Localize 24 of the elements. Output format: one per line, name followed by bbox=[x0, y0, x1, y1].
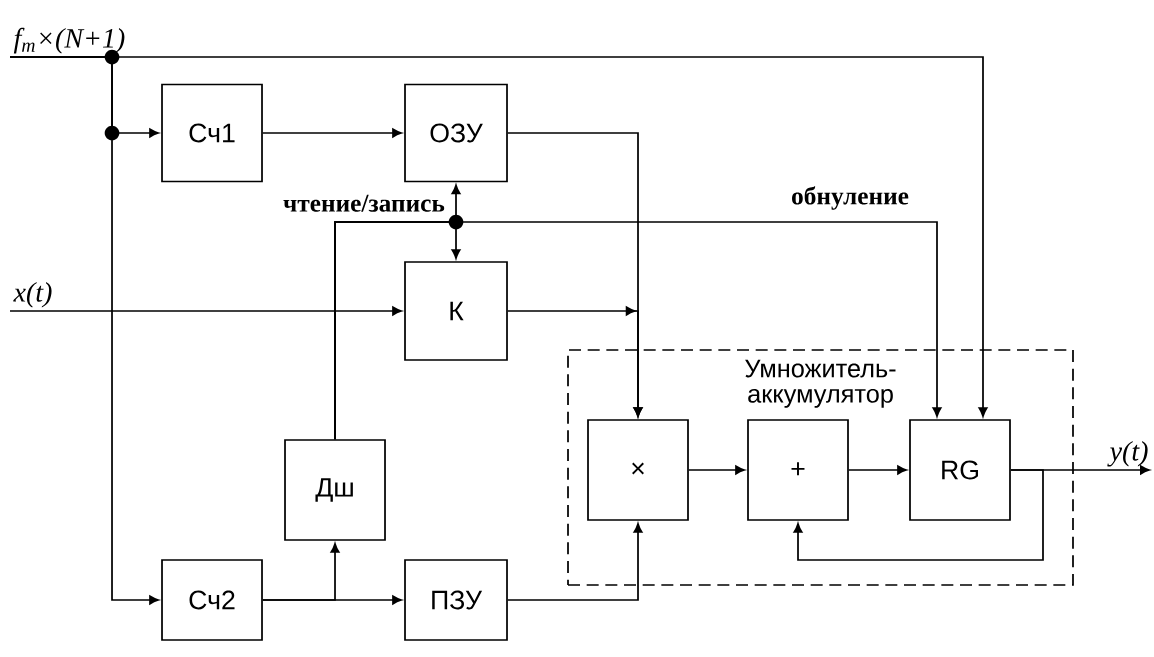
block-box: + bbox=[747, 419, 849, 521]
block-box: ПЗУ bbox=[404, 559, 508, 641]
block-box: × bbox=[587, 419, 689, 521]
output-label: y(t) bbox=[1107, 441, 1148, 467]
block-box: Сч2 bbox=[161, 559, 263, 641]
arrow bbox=[9, 306, 402, 316]
arrow bbox=[507, 306, 643, 417]
block-box: К bbox=[404, 261, 508, 361]
arrow bbox=[688, 465, 745, 475]
block-box: Сч1 bbox=[161, 83, 263, 183]
arrow bbox=[793, 469, 1044, 561]
block-box: ОЗУ bbox=[404, 83, 508, 183]
arrow bbox=[507, 523, 643, 601]
block-box: RG bbox=[909, 419, 1011, 521]
edge-label: чтение/запись bbox=[281, 193, 447, 214]
arrow bbox=[848, 465, 907, 475]
arrow bbox=[262, 128, 402, 138]
arrow bbox=[9, 56, 988, 417]
input-label: f$_{т}$×(N+1) bbox=[13, 27, 125, 54]
edge-label: обнуление bbox=[789, 184, 911, 212]
arrow bbox=[334, 221, 942, 440]
block-box: Дш bbox=[284, 439, 386, 541]
input-label: x(t) bbox=[13, 282, 52, 308]
arrow bbox=[262, 543, 340, 601]
